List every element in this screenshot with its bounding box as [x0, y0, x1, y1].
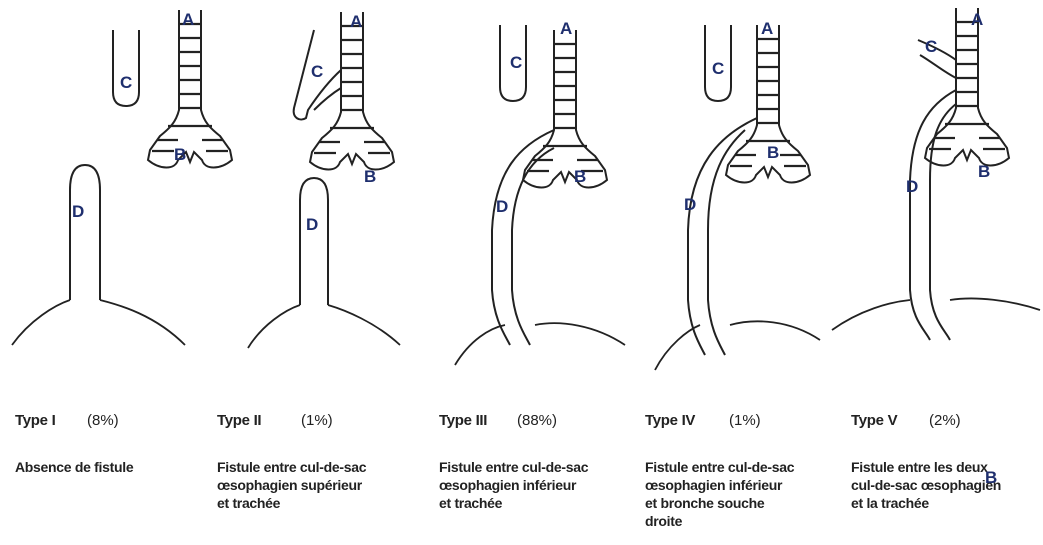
label-b: B [174, 145, 186, 164]
diaphragm-line [12, 300, 185, 345]
label-c: C [925, 37, 937, 56]
label-d: D [306, 215, 318, 234]
description-line: œsophagien inférieur [439, 476, 634, 494]
lower-esophagus-shape [300, 178, 328, 305]
type-percent: (2%) [929, 412, 961, 429]
type-name: Type IV [645, 412, 695, 429]
label-c: C [120, 73, 132, 92]
description-line: cul-de-sac œsophagien [851, 476, 1043, 494]
caption-type-5: Type V (2%) Fistule entre les deux cul-d… [851, 412, 1043, 434]
type-percent: (8%) [87, 412, 119, 429]
description-line: et bronche souche [645, 494, 840, 512]
description-line: Fistule entre cul-de-sac [439, 458, 634, 476]
type-description: Fistule entre cul-de-sac œsophagien supé… [217, 458, 412, 512]
label-a: A [971, 10, 983, 29]
description-line: et trachée [439, 494, 634, 512]
label-d: D [684, 195, 696, 214]
description-line: et trachée [217, 494, 412, 512]
esophageal-atresia-diagram: A B C D A B C D A B C D A B C D A B C D [0, 0, 1043, 390]
type-description: Fistule entre cul-de-sac œsophagien infé… [439, 458, 634, 512]
type-percent: (1%) [729, 412, 761, 429]
lower-esophagus-shape [910, 90, 956, 340]
description-line: œsophagien inférieur [645, 476, 840, 494]
caption-type-4: Type IV (1%) Fistule entre cul-de-sac œs… [645, 412, 845, 434]
caption-type-3: Type III (88%) Fistule entre cul-de-sac … [439, 412, 639, 434]
description-line: Fistule entre cul-de-sac [645, 458, 840, 476]
type-2-diagram [248, 12, 400, 348]
label-b: B [985, 468, 997, 488]
lower-esophagus-shape [688, 118, 757, 355]
label-b: B [364, 167, 376, 186]
label-d: D [496, 197, 508, 216]
label-c: C [311, 62, 323, 81]
type-percent: (88%) [517, 412, 557, 429]
type-5-diagram [832, 8, 1040, 340]
label-a: A [350, 12, 362, 31]
description-line: Fistule entre cul-de-sac [217, 458, 412, 476]
description-line: et la trachée [851, 494, 1043, 512]
type-description: Absence de fistule [15, 458, 210, 476]
label-b: B [574, 167, 586, 186]
lower-esophagus-shape [492, 130, 554, 345]
diaphragm-line [248, 305, 400, 348]
description-line: œsophagien supérieur [217, 476, 412, 494]
type-3-diagram [455, 25, 625, 365]
description-line: droite [645, 512, 840, 530]
type-name: Type I [15, 412, 55, 429]
label-a: A [182, 10, 194, 29]
label-c: C [712, 59, 724, 78]
trachea-shape [523, 30, 607, 188]
caption-type-2: Type II (1%) Fistule entre cul-de-sac œs… [217, 412, 417, 434]
label-b: B [767, 143, 779, 162]
type-1-diagram [12, 10, 232, 345]
label-b: B [978, 162, 990, 181]
label-d: D [72, 202, 84, 221]
type-description: Fistule entre les deux cul-de-sac œsopha… [851, 458, 1043, 512]
type-name: Type V [851, 412, 897, 429]
trachea-shape [925, 8, 1009, 166]
type-percent: (1%) [301, 412, 333, 429]
type-description: Fistule entre cul-de-sac œsophagien infé… [645, 458, 840, 530]
diaphragm-line [455, 323, 625, 365]
label-a: A [560, 19, 572, 38]
type-4-diagram [655, 25, 820, 370]
description-line: Fistule entre les deux [851, 458, 1043, 476]
label-d: D [906, 177, 918, 196]
caption-type-1: Type I (8%) Absence de fistule [15, 412, 215, 434]
label-c: C [510, 53, 522, 72]
lower-esophagus-shape [70, 165, 100, 300]
type-name: Type III [439, 412, 487, 429]
diaphragm-line [655, 321, 820, 370]
label-a: A [761, 19, 773, 38]
type-name: Type II [217, 412, 261, 429]
upper-pouch-shape [113, 30, 139, 106]
description-line: Absence de fistule [15, 458, 210, 476]
trachea-shape [148, 10, 232, 168]
